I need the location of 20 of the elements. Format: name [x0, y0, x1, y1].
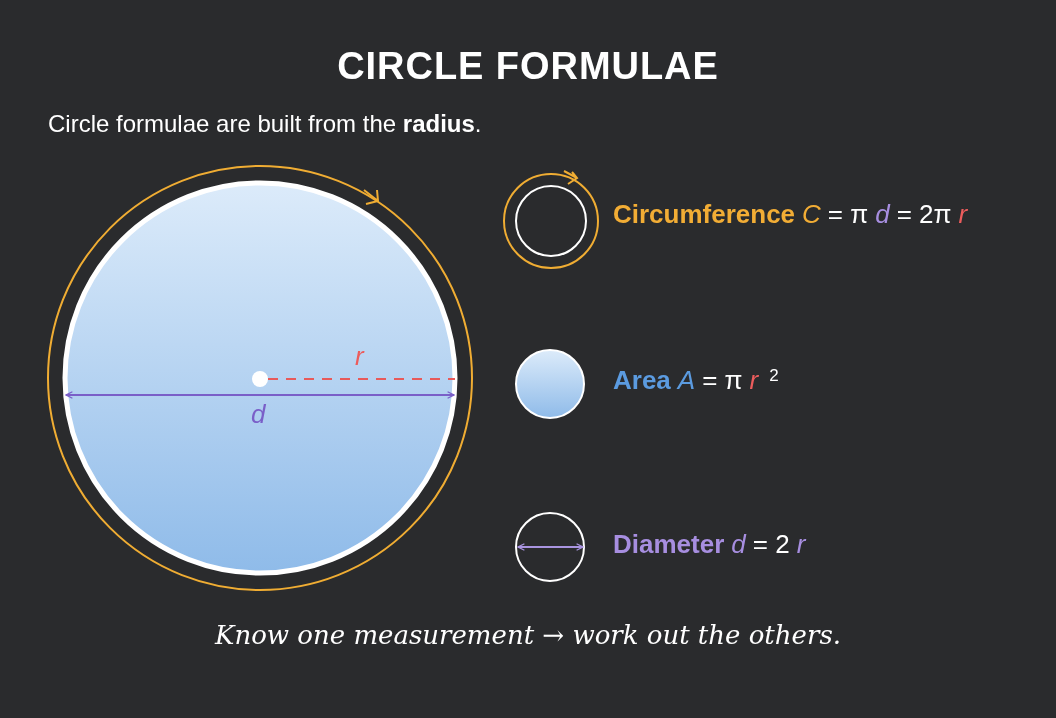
title: CIRCLE FORMULAE [336, 44, 720, 89]
formula-expression: = 2π [896, 199, 952, 229]
formula-name: Diameter [613, 529, 725, 559]
formula-name: Circumference [613, 199, 796, 229]
variable-symbol: r [796, 529, 806, 559]
variable-symbol: d [731, 529, 746, 559]
radius-label: r [355, 343, 364, 369]
formula-expression: = π [827, 199, 869, 229]
subtitle: Circle formulae are built from the radius. [48, 109, 482, 139]
variable-symbol: d [875, 199, 890, 229]
formula-expression: = 2 [752, 529, 790, 559]
variable-symbol: C [802, 199, 821, 229]
diameter-label: d [251, 401, 266, 427]
exponent: 2 [769, 365, 779, 387]
footer-note: Know one measurement → work out the others. [213, 619, 842, 652]
formula-expression: = π [702, 365, 743, 395]
variable-symbol: A [677, 365, 696, 395]
formula-name: Area [613, 365, 671, 395]
variable-symbol: r [749, 365, 759, 395]
variable-symbol: r [958, 199, 968, 229]
